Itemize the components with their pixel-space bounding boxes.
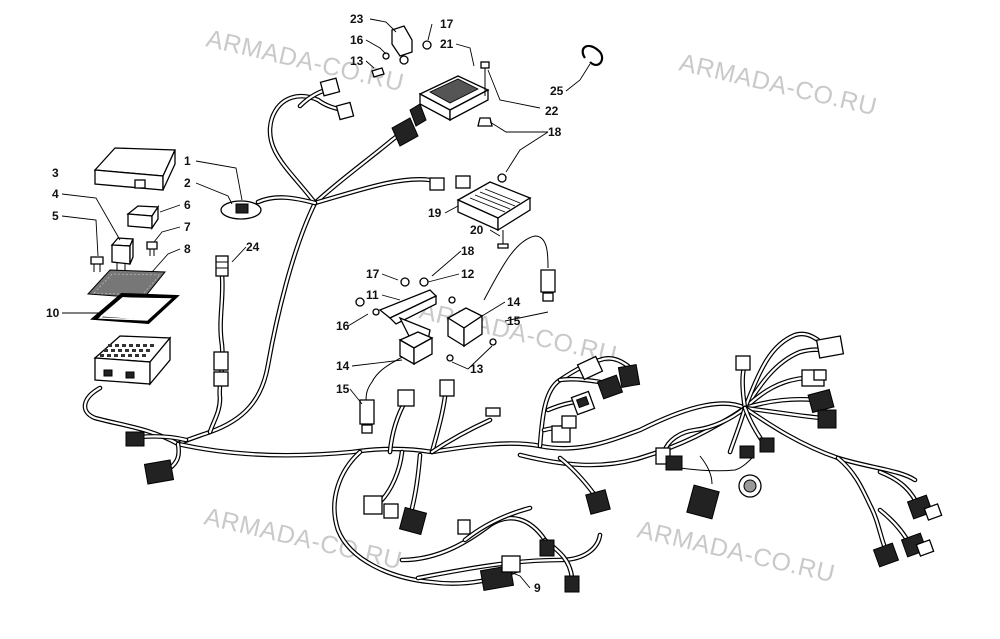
callout-11: 11	[366, 288, 379, 302]
callout-16-top: 16	[350, 33, 364, 47]
callout-21: 21	[440, 37, 454, 51]
callout-14-right: 14	[507, 295, 521, 309]
callout-13-top: 13	[350, 54, 364, 68]
fuse-large	[90, 256, 104, 272]
watermark-top-left: ARMADA-CO.RU	[204, 25, 407, 98]
callout-13-mid: 13	[470, 362, 484, 376]
callout-14-left: 14	[336, 359, 350, 373]
callout-22: 22	[545, 104, 559, 118]
callout-9: 9	[534, 581, 541, 595]
callout-15-left: 15	[336, 382, 350, 396]
watermark-top-right: ARMADA-CO.RU	[677, 49, 880, 122]
callout-24: 24	[246, 240, 260, 254]
ecu-module	[409, 75, 490, 127]
sensor-plug-right	[540, 269, 556, 302]
ecu-connector-plug	[391, 117, 419, 147]
oxygen-sensor	[213, 255, 229, 387]
relay-large	[110, 237, 134, 273]
callout-10: 10	[46, 306, 60, 320]
connector-boot	[220, 200, 262, 220]
callout-numbers: 23 17 16 21 13 25 22 18 1 3 2 4 6 5 7 19…	[46, 12, 564, 595]
coil-lower	[398, 331, 454, 366]
top-mount-bracket	[371, 25, 432, 78]
callout-5: 5	[52, 209, 59, 223]
callout-25: 25	[550, 84, 564, 98]
callout-1: 1	[184, 154, 191, 168]
sensor-plug-left	[359, 399, 375, 434]
callout-16-mid: 16	[336, 319, 350, 333]
callout-2: 2	[184, 176, 191, 190]
bolt-long	[477, 61, 493, 127]
callout-17-mid: 17	[366, 267, 380, 281]
callout-15-right: 15	[507, 314, 521, 328]
callout-6: 6	[184, 198, 191, 212]
fuse-box-gasket	[90, 292, 180, 325]
callout-23: 23	[350, 12, 364, 26]
callout-18-mid: 18	[461, 244, 475, 258]
leader-lines	[61, 18, 591, 589]
callout-4: 4	[52, 187, 59, 201]
voltage-regulator	[429, 173, 532, 232]
fuse-box-cover	[93, 147, 177, 191]
callout-17-top: 17	[440, 17, 454, 31]
callout-3: 3	[52, 166, 59, 180]
callout-20: 20	[470, 223, 484, 237]
callout-19: 19	[428, 206, 442, 220]
callout-18-top: 18	[548, 125, 562, 139]
bolt-20	[497, 230, 509, 249]
watermarks: ARMADA-CO.RU ARMADA-CO.RU ARMADA-CO.RU A…	[202, 25, 880, 589]
top-connectors	[319, 77, 355, 121]
right-cluster-connectors	[655, 335, 943, 568]
watermark-bottom-right: ARMADA-CO.RU	[635, 516, 838, 589]
fuse-small	[146, 241, 158, 256]
callout-8: 8	[184, 242, 191, 256]
harness-connectors	[125, 355, 641, 593]
clip-ring	[581, 44, 604, 67]
fuse-box-base	[93, 335, 172, 386]
relay-small	[126, 204, 160, 231]
callout-7: 7	[184, 220, 191, 234]
callout-12: 12	[461, 267, 475, 281]
